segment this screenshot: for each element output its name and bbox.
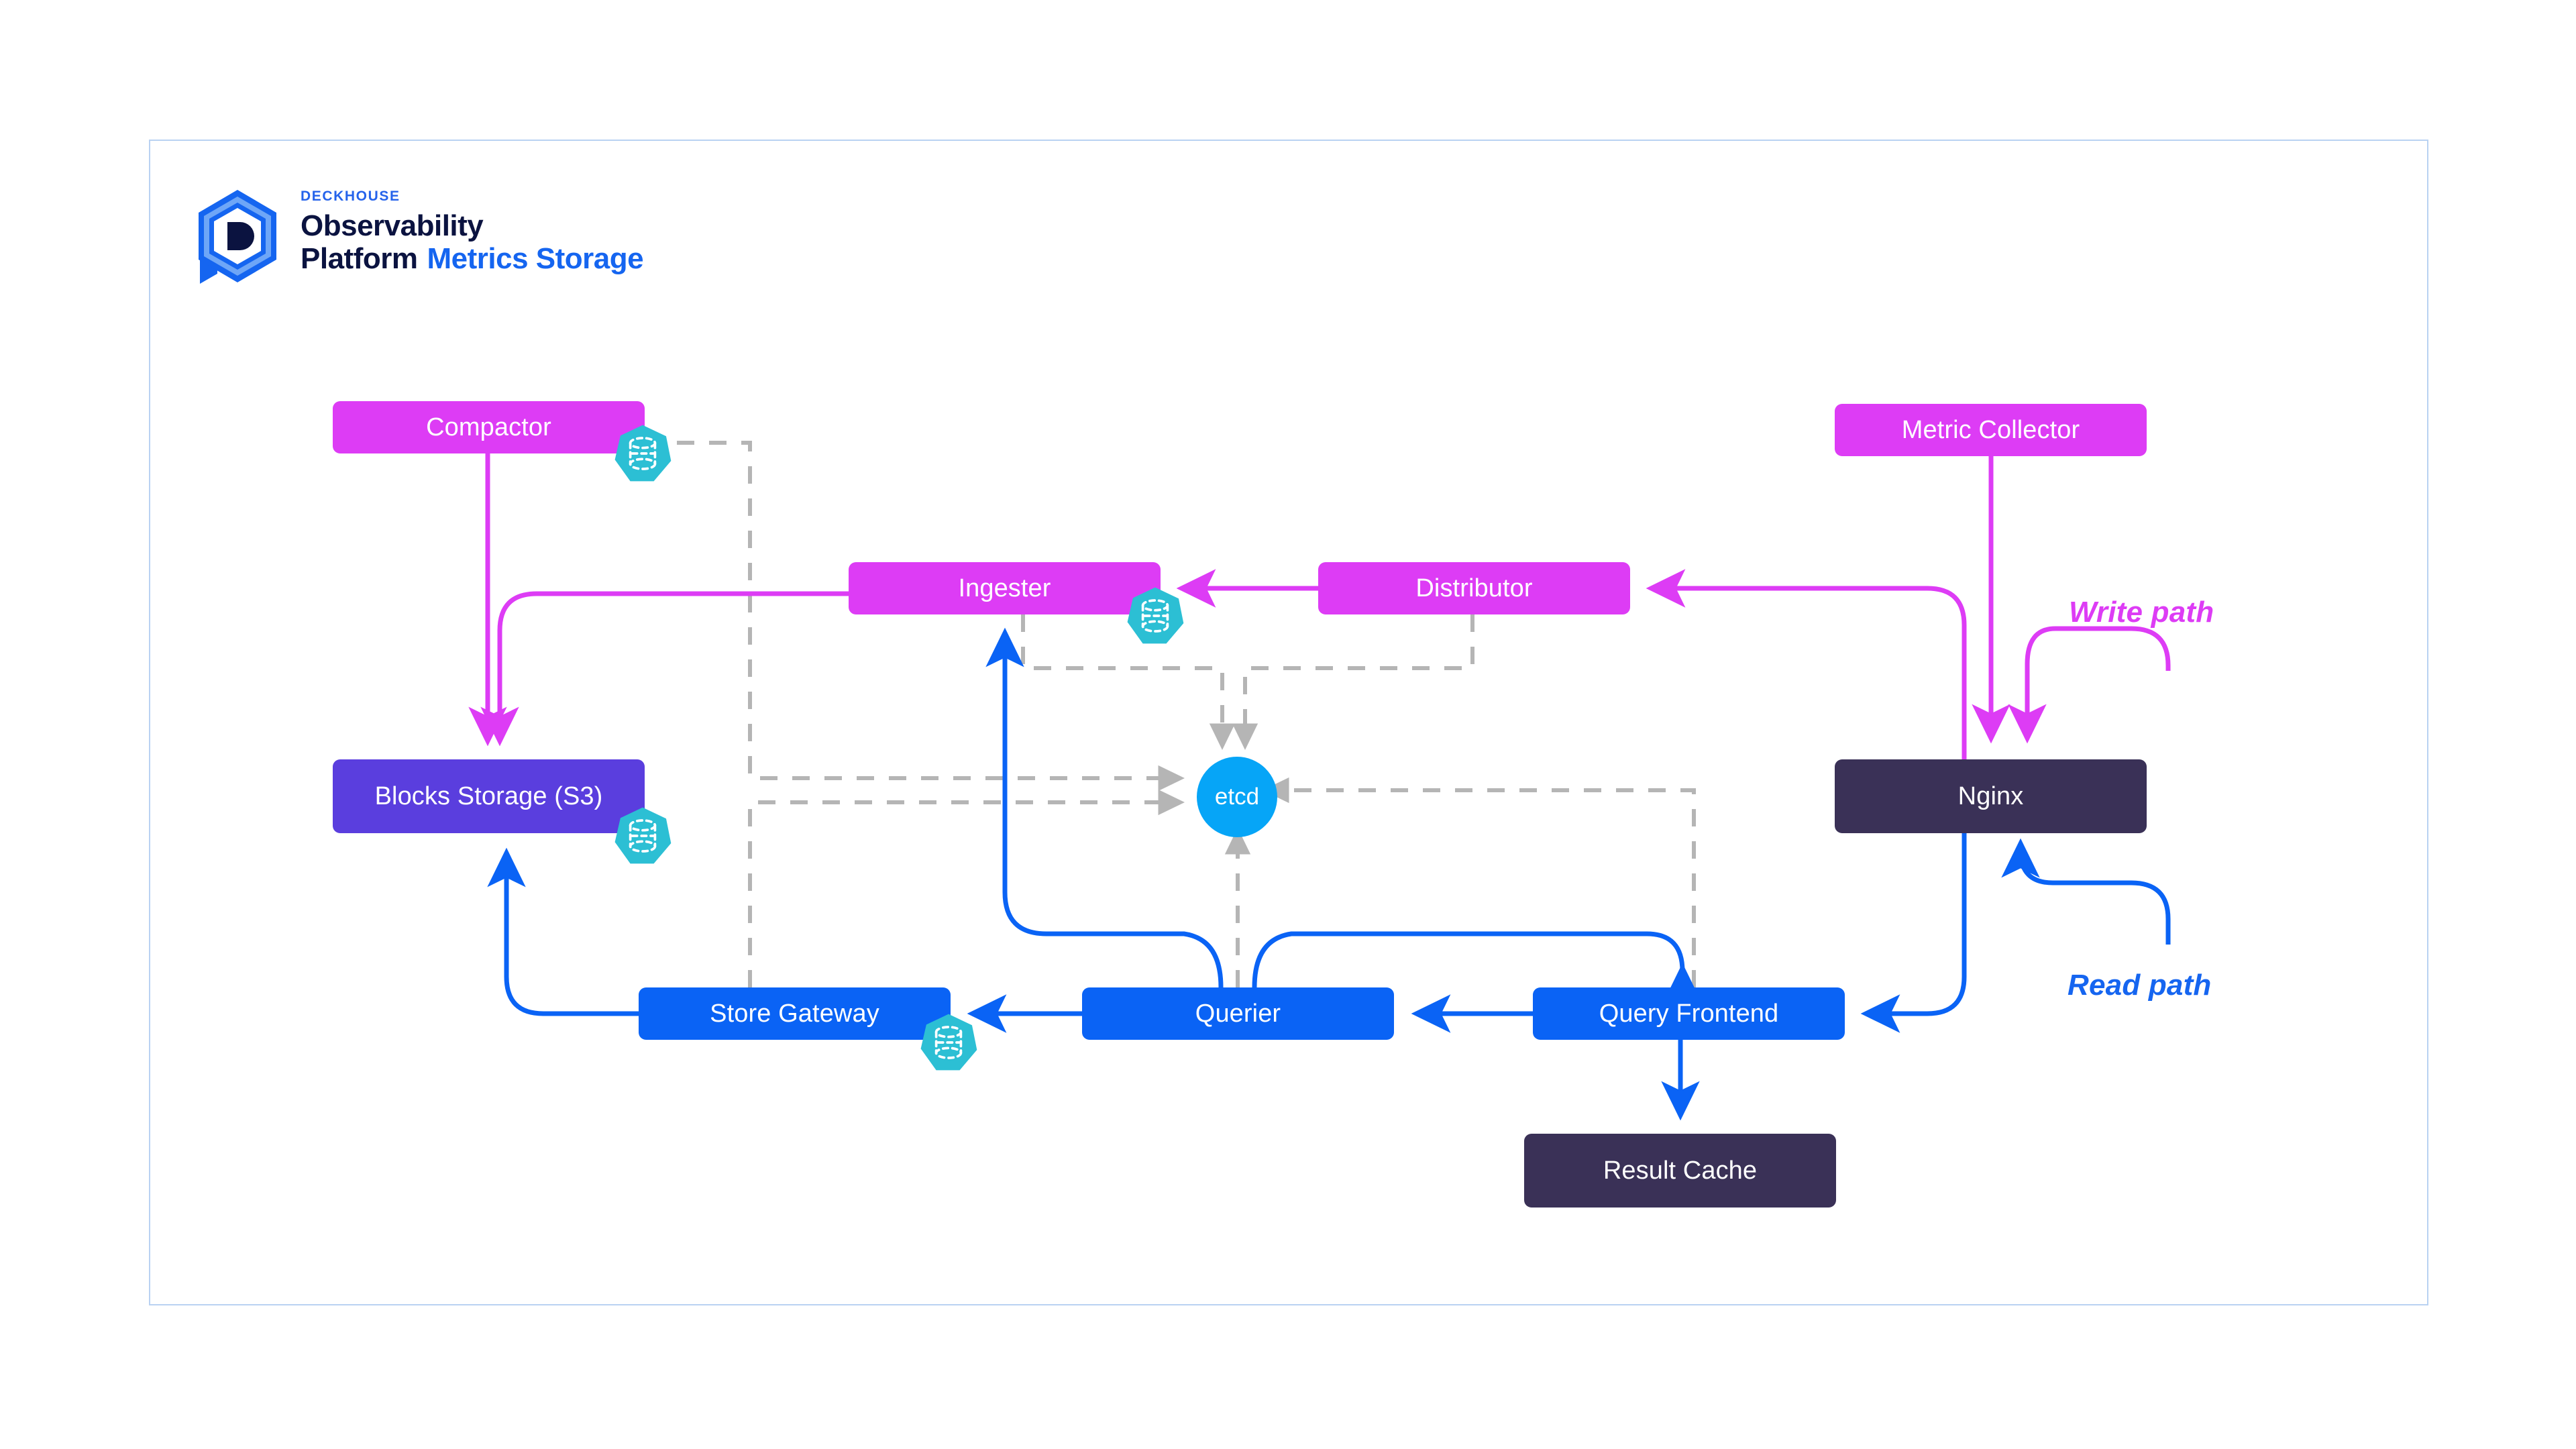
node-compactor-label: Compactor [426, 413, 551, 441]
node-ingester[interactable]: Ingester [849, 562, 1161, 614]
node-etcd-label: etcd [1214, 784, 1260, 810]
node-blocks-storage[interactable]: Blocks Storage (S3) [333, 759, 645, 833]
node-query-frontend[interactable]: Query Frontend [1533, 987, 1845, 1040]
brand-eyebrow: DECKHOUSE [301, 189, 400, 204]
legend-read-path: Read path [2068, 969, 2212, 1002]
node-compactor[interactable]: Compactor [333, 401, 645, 453]
kubernetes-statefulset-storage-badge-icon-store-gateway [918, 1012, 979, 1073]
diagram-frame [149, 140, 2428, 1305]
kubernetes-statefulset-storage-badge-icon-ingester [1124, 585, 1186, 647]
node-ingester-label: Ingester [958, 574, 1051, 602]
node-blocks-storage-label: Blocks Storage (S3) [374, 782, 603, 810]
node-etcd[interactable]: etcd [1197, 757, 1277, 837]
legend-write-path-label: Write path [2069, 596, 2214, 629]
node-store-gateway[interactable]: Store Gateway [639, 987, 951, 1040]
brand-product: Metrics Storage [427, 242, 644, 276]
node-nginx[interactable]: Nginx [1835, 759, 2147, 833]
legend-write-path: Write path [2069, 596, 2214, 629]
brand-line1: Observability [301, 209, 484, 242]
brand-logo: DECKHOUSE Observability Platform Metrics … [193, 188, 703, 288]
node-result-cache-label: Result Cache [1603, 1156, 1758, 1185]
brand-line2: Platform [301, 242, 418, 276]
node-querier[interactable]: Querier [1082, 987, 1394, 1040]
brand-wordmark: DECKHOUSE Observability Platform Metrics … [301, 189, 644, 276]
node-query-frontend-label: Query Frontend [1599, 999, 1779, 1028]
node-metric-collector[interactable]: Metric Collector [1835, 404, 2147, 456]
node-store-gateway-label: Store Gateway [710, 999, 879, 1028]
node-metric-collector-label: Metric Collector [1901, 415, 2080, 444]
node-distributor-label: Distributor [1415, 574, 1533, 602]
node-distributor[interactable]: Distributor [1318, 562, 1630, 614]
node-querier-label: Querier [1195, 999, 1281, 1028]
legend-read-path-label: Read path [2068, 969, 2212, 1002]
kubernetes-statefulset-storage-badge-icon-compactor [612, 423, 674, 484]
brand-line2-row: Platform Metrics Storage [301, 242, 644, 276]
node-result-cache[interactable]: Result Cache [1524, 1134, 1836, 1208]
node-nginx-label: Nginx [1957, 782, 2024, 810]
deckhouse-hexagon-d-logo-icon [193, 188, 282, 288]
kubernetes-statefulset-storage-badge-icon-blocks-storage [612, 805, 674, 867]
